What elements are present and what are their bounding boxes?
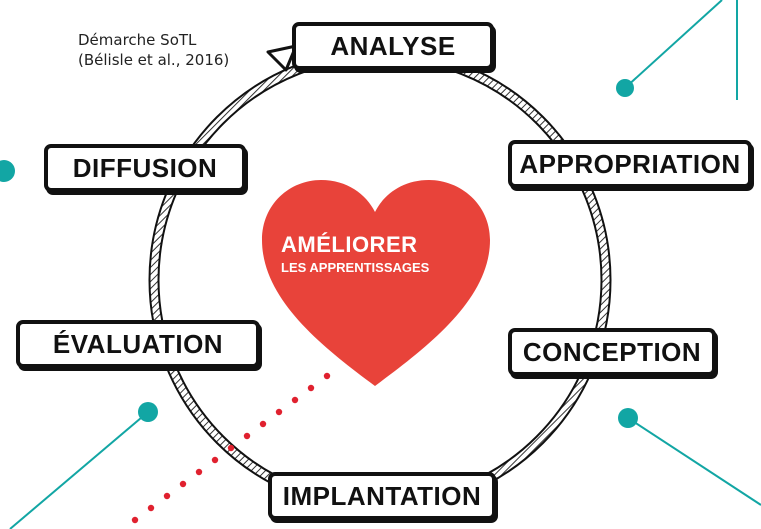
- heart-label: AMÉLIORER LES APPRENTISSAGES: [281, 232, 511, 275]
- caption: Démarche SoTL (Bélisle et al., 2016): [78, 30, 229, 70]
- stage-appropriation: APPROPRIATION: [508, 140, 752, 188]
- heart-shape: [262, 180, 490, 386]
- caption-title: Démarche SoTL: [78, 31, 197, 49]
- teal-dot-top-right: [616, 79, 634, 97]
- connector-lines: [9, 0, 761, 529]
- stage-conception: CONCEPTION: [508, 328, 716, 376]
- caption-citation: (Bélisle et al., 2016): [78, 51, 230, 69]
- teal-dot-bottom-left: [138, 402, 158, 422]
- red-dotted-line: [131, 372, 331, 524]
- stage-implantation: IMPLANTATION: [268, 472, 496, 520]
- stage-diffusion: DIFFUSION: [44, 144, 246, 192]
- heart-label-main: AMÉLIORER: [281, 232, 418, 257]
- stage-analyse: ANALYSE: [292, 22, 494, 70]
- heart-label-sub: LES APPRENTISSAGES: [281, 260, 430, 275]
- stage-evaluation: ÉVALUATION: [16, 320, 260, 368]
- teal-dot-bottom-right: [618, 408, 638, 428]
- teal-dot-left: [0, 160, 15, 182]
- cycle-arrow-head: [266, 44, 298, 72]
